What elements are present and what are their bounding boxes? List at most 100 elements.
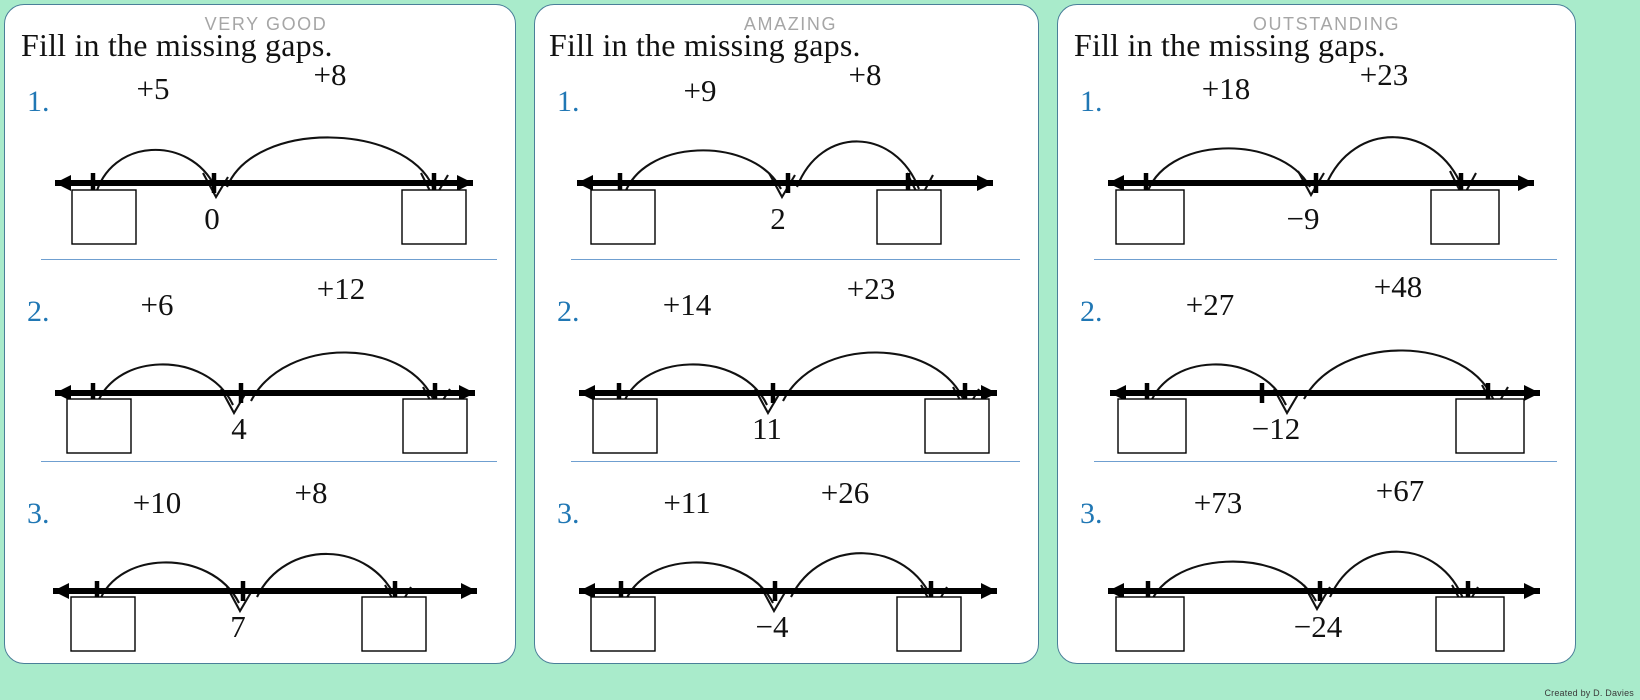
panel-badge: OUTSTANDING bbox=[1252, 14, 1401, 34]
jump-label-2: +67 bbox=[1376, 473, 1424, 508]
axis-arrow-left bbox=[1108, 583, 1124, 599]
problem-number: 1. bbox=[557, 85, 580, 118]
jump-label-1: +5 bbox=[137, 71, 170, 106]
answer-box-right[interactable] bbox=[1435, 596, 1505, 652]
problem-number: 2. bbox=[1080, 295, 1103, 328]
answer-box-left[interactable] bbox=[66, 398, 132, 454]
problem-row: 1. +5 +8 0 bbox=[5, 57, 515, 259]
answer-box-left[interactable] bbox=[1117, 398, 1187, 454]
row-separator bbox=[1094, 259, 1557, 260]
jump-arc-2 bbox=[250, 351, 436, 404]
number-line-diagram: +73 +67 −24 bbox=[1108, 473, 1540, 652]
answer-box-left[interactable] bbox=[590, 596, 656, 652]
centre-value: 2 bbox=[770, 201, 786, 236]
centre-value: 0 bbox=[204, 201, 220, 236]
jump-label-1: +6 bbox=[141, 287, 174, 322]
axis-arrow-left bbox=[55, 385, 71, 401]
answer-box-left[interactable] bbox=[71, 189, 137, 245]
centre-value: −12 bbox=[1252, 411, 1300, 446]
axis-arrow-right bbox=[981, 385, 997, 401]
jump-label-2: +8 bbox=[849, 57, 882, 92]
problem-number: 2. bbox=[27, 295, 50, 328]
panel-title: Fill in the missing gaps. bbox=[21, 27, 333, 63]
panel-outstanding: OUTSTANDING Fill in the missing gaps. 1.… bbox=[1057, 4, 1576, 664]
problem-row: 2. +14 +23 11 bbox=[535, 259, 1038, 461]
jump-label-1: +11 bbox=[663, 485, 710, 520]
jump-label-1: +73 bbox=[1194, 485, 1242, 520]
answer-box-left[interactable] bbox=[70, 596, 136, 652]
problem-row: 3. +73 +67 −24 bbox=[1058, 461, 1575, 663]
number-line-diagram: +27 +48 −12 bbox=[1110, 269, 1540, 454]
row-separator bbox=[571, 259, 1020, 260]
problem-number: 1. bbox=[27, 85, 50, 118]
number-line-diagram: +9 +8 2 bbox=[577, 57, 993, 245]
jump-arc-1 bbox=[93, 148, 216, 198]
jump-label-1: +10 bbox=[133, 485, 181, 520]
jump-arc-2 bbox=[1329, 550, 1465, 602]
jump-arrow-1 bbox=[760, 586, 788, 614]
axis-arrow-right bbox=[977, 175, 993, 191]
row-separator bbox=[1094, 461, 1557, 462]
problem-row: 1. +18 +23 −9 bbox=[1058, 57, 1575, 259]
answer-box-right[interactable] bbox=[402, 398, 468, 454]
jump-label-2: +23 bbox=[1360, 57, 1408, 92]
problem-row: 2. +27 +48 −12 bbox=[1058, 259, 1575, 461]
jump-arc-2 bbox=[1303, 349, 1495, 402]
panel-title: Fill in the missing gaps. bbox=[1074, 27, 1386, 63]
axis-arrow-left bbox=[579, 385, 595, 401]
axis-arrow-right bbox=[457, 175, 473, 191]
answer-box-right[interactable] bbox=[361, 596, 427, 652]
jump-arrow-1 bbox=[754, 388, 782, 416]
problem-row: 2. +6 +12 4 bbox=[5, 259, 515, 461]
panel-very-good: VERY GOOD Fill in the missing gaps. 1. +… bbox=[4, 4, 516, 664]
jump-arc-2 bbox=[782, 351, 966, 404]
centre-value: −9 bbox=[1287, 201, 1320, 236]
row-separator bbox=[571, 461, 1020, 462]
problem-row: 3. +11 +26 −4 bbox=[535, 461, 1038, 663]
axis-arrow-left bbox=[1108, 175, 1124, 191]
problem-row: 3. +10 +8 7 bbox=[5, 461, 515, 663]
panel-badge: VERY GOOD bbox=[204, 14, 328, 34]
answer-box-right[interactable] bbox=[1430, 189, 1500, 245]
row-separator bbox=[41, 259, 497, 260]
panel-badge: AMAZING bbox=[743, 14, 838, 34]
jump-arc-2 bbox=[796, 140, 920, 190]
problem-number: 3. bbox=[557, 497, 580, 530]
axis-arrow-right bbox=[1524, 583, 1540, 599]
answer-box-right[interactable] bbox=[896, 596, 962, 652]
jump-arc-1 bbox=[1144, 147, 1311, 198]
jump-arc-2 bbox=[256, 553, 398, 602]
problem-number: 3. bbox=[27, 497, 50, 530]
answer-box-right[interactable] bbox=[924, 398, 990, 454]
jump-arc-2 bbox=[790, 552, 934, 602]
answer-box-right[interactable] bbox=[1455, 398, 1525, 454]
jump-label-2: +8 bbox=[295, 475, 328, 510]
answer-box-right[interactable] bbox=[876, 189, 942, 245]
jump-arrow-1 bbox=[1273, 388, 1301, 416]
answer-box-left[interactable] bbox=[590, 189, 656, 245]
centre-value: 7 bbox=[230, 609, 246, 644]
number-line-diagram: +10 +8 7 bbox=[53, 475, 477, 652]
jump-label-2: +23 bbox=[847, 271, 895, 306]
answer-box-right[interactable] bbox=[401, 189, 467, 245]
axis-arrow-left bbox=[55, 175, 71, 191]
centre-value: 11 bbox=[752, 411, 782, 446]
jump-label-1: +14 bbox=[663, 287, 712, 322]
answer-box-left[interactable] bbox=[1115, 189, 1185, 245]
number-line-diagram: +18 +23 −9 bbox=[1108, 57, 1534, 245]
jump-label-2: +48 bbox=[1374, 269, 1422, 304]
number-line-diagram: +14 +23 11 bbox=[579, 271, 997, 454]
centre-value: −4 bbox=[756, 609, 789, 644]
number-line-diagram: +5 +8 0 bbox=[55, 57, 473, 245]
problem-list: 1. +18 +23 −9 bbox=[1058, 57, 1575, 663]
footer-credit: Created by D. Davies bbox=[1544, 688, 1634, 698]
answer-box-left[interactable] bbox=[1115, 596, 1185, 652]
problem-list: 1. +5 +8 0 bbox=[5, 57, 515, 663]
answer-box-left[interactable] bbox=[592, 398, 658, 454]
axis-arrow-left bbox=[1110, 385, 1126, 401]
problem-number: 3. bbox=[1080, 497, 1103, 530]
jump-label-1: +27 bbox=[1186, 287, 1234, 322]
panel-amazing: AMAZING Fill in the missing gaps. 1. +9 … bbox=[534, 4, 1039, 664]
axis-arrow-right bbox=[1524, 385, 1540, 401]
